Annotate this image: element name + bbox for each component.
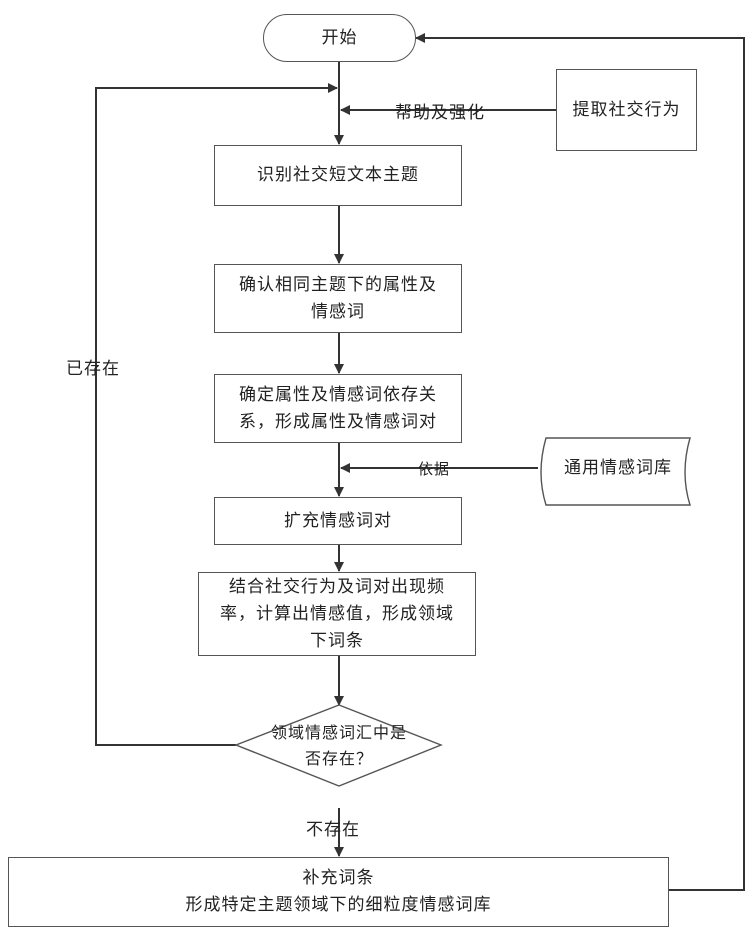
not-exists-label: 不存在 [306, 815, 360, 840]
expand-label: 扩充情感词对 [284, 508, 392, 535]
decision-label: 领域情感词汇中是否存在？ [268, 720, 410, 772]
confirm-attr-label: 确认相同主题下的属性及情感词 [233, 272, 443, 326]
general-lexicon-doc: 通用情感词库 [546, 440, 690, 496]
expand-box: 扩充情感词对 [214, 497, 462, 545]
exists-label: 已存在 [66, 354, 120, 379]
identify-topic-box: 识别社交短文本主题 [214, 145, 462, 206]
dependency-box: 确定属性及情感词依存关系，形成属性及情感词对 [214, 374, 462, 443]
start-label: 开始 [322, 25, 358, 52]
help-strengthen-label: 帮助及强化 [395, 98, 485, 123]
confirm-attr-box: 确认相同主题下的属性及情感词 [214, 264, 462, 333]
based-on-label: 依据 [418, 458, 450, 479]
general-lexicon-label: 通用情感词库 [564, 455, 672, 482]
supplement-line1: 补充词条 [303, 865, 375, 892]
extract-behavior-box: 提取社交行为 [556, 69, 697, 151]
extract-behavior-label: 提取社交行为 [573, 97, 681, 124]
supplement-line2: 形成特定主题领域下的细粒度情感词库 [186, 892, 492, 919]
combine-label: 结合社交行为及词对出现频率，计算出情感值，形成领域下词条 [217, 574, 457, 655]
combine-box: 结合社交行为及词对出现频率，计算出情感值，形成领域下词条 [198, 572, 476, 656]
decision-text: 领域情感词汇中是否存在？ [268, 718, 410, 774]
supplement-box: 补充词条 形成特定主题领域下的细粒度情感词库 [8, 857, 669, 927]
dependency-label: 确定属性及情感词依存关系，形成属性及情感词对 [227, 382, 449, 436]
identify-topic-label: 识别社交短文本主题 [257, 162, 419, 189]
start-node: 开始 [263, 14, 416, 62]
